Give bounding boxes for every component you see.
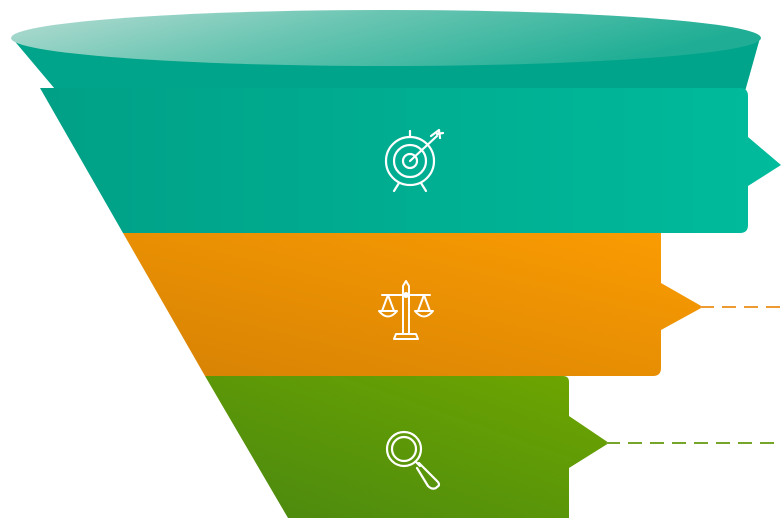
scales-of-justice-icon [378, 280, 434, 340]
stage-2-band [123, 233, 703, 376]
funnel-top-rim [11, 10, 761, 66]
target-icon [384, 128, 445, 193]
magnifying-glass-icon [385, 430, 441, 490]
funnel-stage-2 [123, 233, 781, 376]
stage-3-band [205, 376, 609, 518]
funnel-stage-3 [205, 376, 781, 518]
